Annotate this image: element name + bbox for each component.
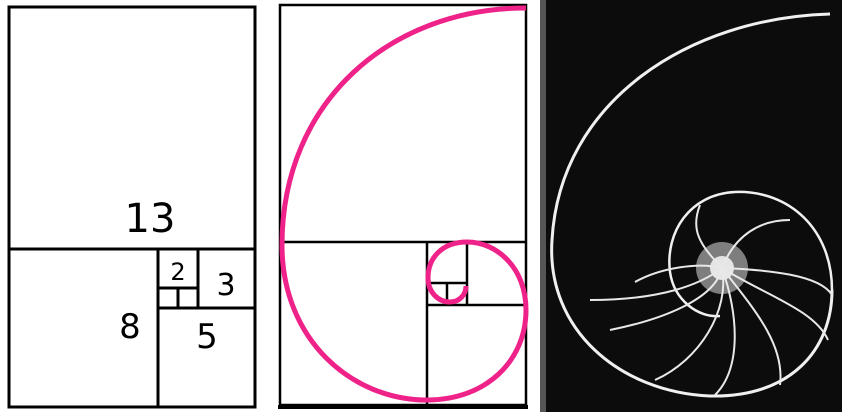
shell-left-border bbox=[540, 0, 546, 412]
label-2: 2 bbox=[170, 258, 185, 286]
fibonacci-squares-panel: 13 8 5 3 2 bbox=[0, 0, 262, 412]
label-8: 8 bbox=[119, 307, 141, 347]
fibonacci-squares-diagram: 13 8 5 3 2 bbox=[0, 0, 262, 412]
label-3: 3 bbox=[216, 268, 235, 303]
label-5: 5 bbox=[196, 317, 218, 357]
nautilus-shell-panel bbox=[540, 0, 842, 412]
nautilus-shell-image bbox=[540, 0, 842, 412]
golden-spiral-panel bbox=[272, 0, 534, 412]
golden-spiral-diagram bbox=[272, 0, 534, 412]
label-13: 13 bbox=[125, 196, 176, 242]
golden-spiral-curve bbox=[282, 8, 526, 400]
